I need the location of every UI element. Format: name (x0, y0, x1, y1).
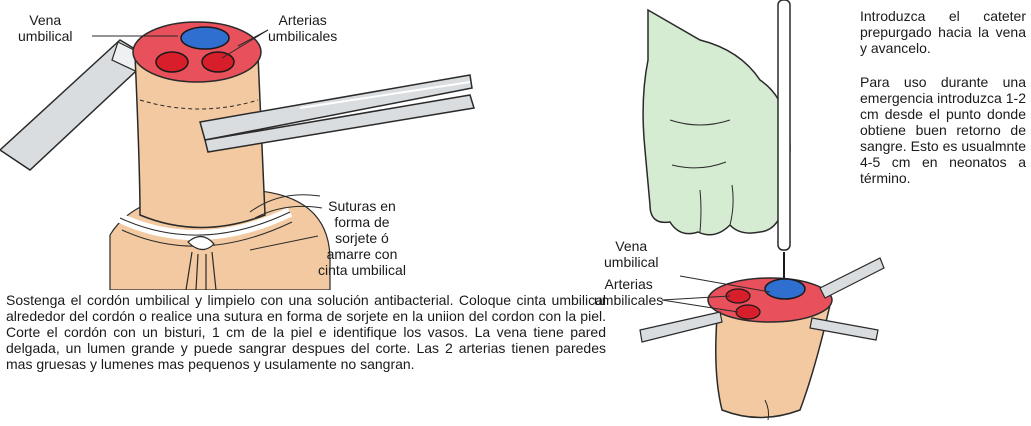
forceps-right-bottom (810, 318, 878, 340)
forceps-right-left (640, 312, 722, 342)
label-arterias-umbilicales-left: Arterias umbilicales (268, 12, 337, 44)
caption-left: Sostenga el cordón umbilical y limpielo … (6, 292, 606, 372)
umbilical-artery-left-2 (202, 52, 234, 72)
cord-stump-right (716, 305, 830, 418)
label-vena-umbilical-right: Vena umbilical (604, 238, 658, 270)
insertion-arrow (778, 288, 790, 300)
cut-surface-right (708, 278, 832, 322)
scalpel (0, 40, 150, 170)
umbilical-vein-right (765, 279, 805, 299)
umbilical-artery-left-1 (156, 52, 188, 72)
caption-right: Introduzca el cateter prepurgado hacia l… (860, 8, 1026, 204)
caption-right-emergency: Para uso durante una emergencia introduz… (860, 74, 1026, 186)
forceps-right-top (820, 258, 884, 298)
label-vena-umbilical-left: Vena umbilical (18, 12, 72, 44)
umbilical-vein-left (181, 27, 229, 49)
umbilical-artery-right-1 (726, 289, 750, 303)
umbilical-artery-right-2 (736, 305, 760, 319)
caption-right-insert: Introduzca el cateter prepurgado hacia l… (860, 8, 1026, 56)
gloved-hand (643, 10, 790, 235)
label-suturas: Suturas en forma de sorjete ó amarre con… (318, 198, 406, 278)
catheter (778, 0, 790, 250)
label-arterias-umbilicales-right: Arterias umbilicales (594, 276, 663, 308)
